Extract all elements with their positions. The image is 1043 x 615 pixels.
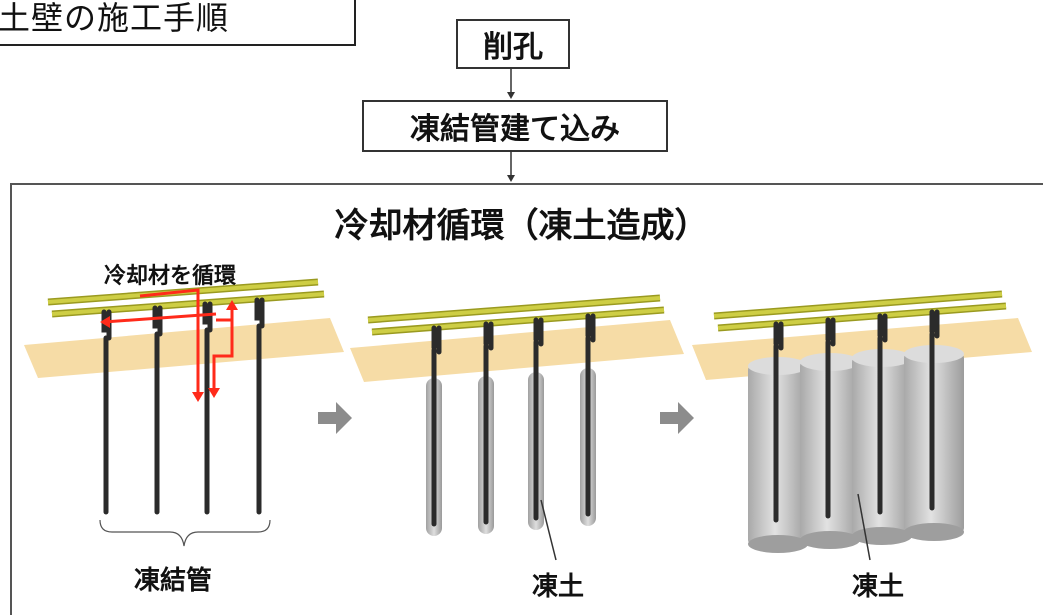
frozen-soil-caption: 凍土: [532, 572, 585, 602]
step-drilling: 削孔: [456, 19, 570, 69]
step-install-freeze-pipes: 凍結管建て込み: [362, 100, 668, 152]
frozen-soil-cylinders: [748, 345, 964, 553]
leader-line: [857, 493, 871, 561]
stage-3-frozen-wall: [692, 290, 1032, 561]
title-box: 土壁の施工手順: [0, 0, 356, 46]
flow-connectors: [507, 67, 515, 182]
coolant-label: 冷却材を循環: [104, 264, 237, 289]
header-pipe: [713, 292, 1003, 318]
arrow-right-icon: [318, 402, 352, 434]
header-pipe: [367, 296, 661, 322]
arrow-right-icon: [660, 402, 694, 434]
brace: [99, 519, 271, 547]
diagram-title: 土壁の施工手順: [0, 0, 230, 37]
leader-line: [540, 499, 557, 561]
freeze-pipe-caption: 凍結管: [134, 566, 213, 596]
panel-title: 冷却材循環（凍土造成）: [334, 206, 709, 246]
stage-1-pipes: [24, 278, 344, 547]
stage-2-thin-frozen-soil: [350, 294, 684, 561]
ground-plane: [24, 318, 344, 378]
frozen-wall-caption: 凍土: [852, 572, 905, 602]
frozen-soil-columns: [426, 368, 596, 536]
